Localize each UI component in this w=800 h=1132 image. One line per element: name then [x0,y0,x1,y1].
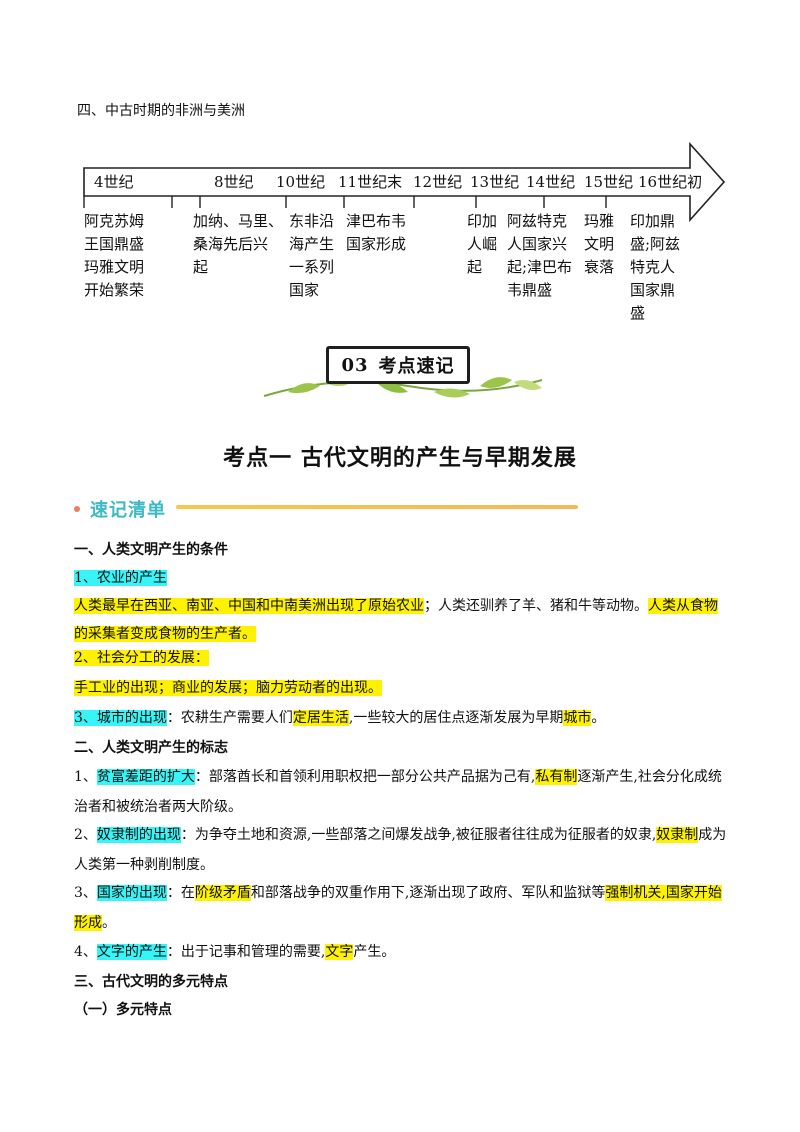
timeline-event: 加纳、马里、 桑海先后兴 起 [193,212,284,276]
bullet-dot-icon [74,506,80,512]
paragraph: 4、文字的产生：出于记事和管理的需要,文字产生。 [74,944,396,960]
timeline-label: 8世纪 [214,173,254,191]
paragraph: 3、国家的出现：在阶级矛盾和部落战争的双重作用下,逐渐出现了政府、军队和监狱等强… [74,885,722,931]
sub-header-text: 速记清单 [90,500,166,521]
timeline-event: 阿克苏姆 王国鼎盛 玛雅文明 开始繁荣 [84,212,145,299]
section-banner: 03 考点速记 [318,344,476,384]
timeline-event: 印加 人崛 起 [467,212,498,276]
timeline-event: 东非沿 海产生 一系列 国家 [289,212,335,299]
sub-header-underline [176,505,578,509]
timeline-label: 15世纪 [584,173,634,191]
paragraph: 手工业的出现；商业的发展；脑力劳动者的出现。 [74,680,382,696]
timeline-label: 14世纪 [526,173,576,191]
paragraph: 2、奴隶制的出现：为争夺土地和资源,一些部落之间爆发战争,被征服者往往成为征服者… [74,827,727,873]
timeline-event: 印加鼎 盛;阿兹 特克人 国家鼎 盛 [630,212,681,322]
timeline-label: 12世纪 [413,173,463,191]
heading-1: 一、人类文明产生的条件 [74,542,228,558]
sub-header: 速记清单 [74,496,166,522]
paragraph: 人类最早在西亚、南亚、中国和中南美洲出现了原始农业；人类还驯养了羊、猪和牛等动物… [74,598,718,642]
timeline-event: 玛雅 文明 衰落 [584,212,615,276]
heading-3-1: （一）多元特点 [74,1002,172,1018]
timeline-labels: 4世纪 8世纪 10世纪 11世纪末 12世纪 13世纪 14世纪 15世纪 1… [78,140,728,224]
banner-number: 03 [341,354,369,376]
section-title: 四、中古时期的非洲与美洲 [77,103,245,119]
leaf-decoration-icon [263,367,543,398]
paragraph: 3、城市的出现：农耕生产需要人们定居生活,一些较大的居住点逐渐发展为早期城市。 [74,710,606,726]
timeline-label: 13世纪 [470,173,520,191]
timeline-label: 16世纪初 [638,173,703,191]
timeline-label: 11世纪末 [338,173,403,191]
timeline-arrow [83,141,726,223]
banner-box: 03 考点速记 [326,346,470,384]
page-title: 考点一 古代文明的产生与早期发展 [223,446,577,471]
paragraph: 1、农业的产生 [74,570,167,586]
paragraph: 2、社会分工的发展： [74,650,209,666]
timeline-event: 津巴布韦 国家形成 [346,212,407,253]
timeline-label: 4世纪 [94,173,134,191]
paragraph: 1、贫富差距的扩大：部落酋长和首领利用职权把一部分公共产品据为己有,私有制逐渐产… [74,769,722,815]
banner-text: 考点速记 [378,356,455,377]
heading-3: 三、古代文明的多元特点 [74,974,228,990]
timeline-event: 阿兹特克 人国家兴 起;津巴布 韦鼎盛 [507,212,573,299]
heading-2: 二、人类文明产生的标志 [74,740,228,756]
timeline-label: 10世纪 [276,173,326,191]
